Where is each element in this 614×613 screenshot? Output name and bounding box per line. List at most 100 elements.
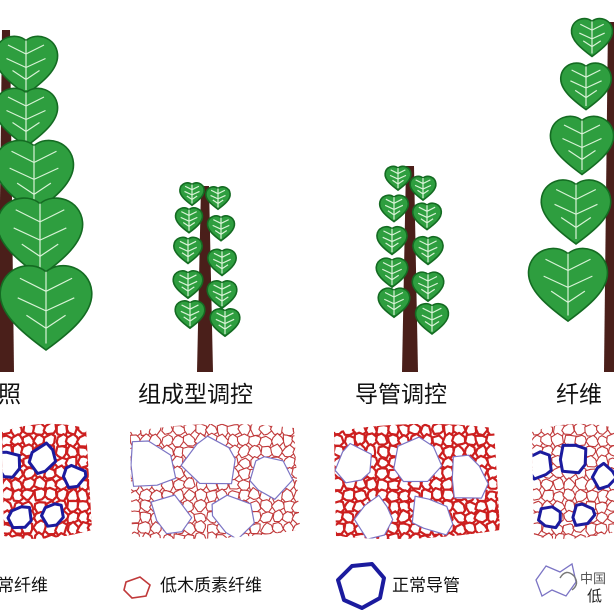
fiber-cell xyxy=(334,433,345,448)
fiber-cell xyxy=(2,532,15,539)
fiber-cell xyxy=(532,533,543,539)
vessel-cell xyxy=(393,436,443,483)
fiber-cell xyxy=(430,423,445,436)
leaf-veins xyxy=(384,290,404,315)
fiber-cell xyxy=(334,533,348,539)
fiber-cell xyxy=(2,521,4,536)
fiber-cell xyxy=(291,522,300,536)
leaf xyxy=(412,235,444,266)
fiber-cell xyxy=(595,531,607,539)
fiber-cell xyxy=(130,510,141,524)
fiber-cell xyxy=(554,532,567,539)
fiber-cell xyxy=(195,423,208,436)
fiber-cell xyxy=(173,533,186,539)
fiber-cell xyxy=(88,423,92,437)
fiber-cell xyxy=(586,489,599,503)
fiber-cell xyxy=(149,531,162,539)
fiber-cell xyxy=(118,425,128,437)
fiber-cell xyxy=(532,534,533,539)
leaf-veins xyxy=(213,251,231,274)
leaf-veins xyxy=(570,66,602,107)
fiber-cell xyxy=(334,423,345,436)
leaf-veins xyxy=(6,40,46,90)
fiber-cell xyxy=(431,487,444,502)
leaf xyxy=(174,207,204,234)
xylem-fiber xyxy=(519,423,614,539)
fiber-cell xyxy=(170,455,184,469)
fiber-cell xyxy=(407,532,422,539)
fiber-cell xyxy=(550,432,564,448)
fiber-cell xyxy=(292,423,300,437)
leaf xyxy=(411,271,445,303)
vessel-cell xyxy=(411,495,454,536)
fiber-cell xyxy=(532,488,543,501)
fiber-cell xyxy=(214,534,229,539)
fiber-cell xyxy=(532,499,533,514)
leaf-veins xyxy=(9,145,59,208)
fiber-cell xyxy=(485,433,500,448)
fiber-cell xyxy=(419,534,434,539)
fiber-cell xyxy=(494,488,500,503)
fiber-cell xyxy=(2,454,4,469)
fiber-cell xyxy=(130,478,131,492)
fiber-cell xyxy=(573,423,588,436)
leaf-veins xyxy=(417,205,437,228)
fiber-cell xyxy=(2,500,3,515)
fiber-cell xyxy=(272,531,286,539)
legend-label-low-lignin-fiber: 低木质素纤维 xyxy=(160,576,262,596)
fiber-cell xyxy=(398,531,413,539)
leaf xyxy=(209,308,241,338)
fiber-cell xyxy=(140,531,153,539)
leaf xyxy=(172,270,204,300)
fiber-cell xyxy=(183,423,197,436)
leaf-veins xyxy=(212,217,230,239)
leaf xyxy=(411,202,443,231)
fiber-cell xyxy=(139,499,153,513)
fiber-cell xyxy=(497,533,500,539)
fiber-cell xyxy=(519,477,532,489)
fiber-cell xyxy=(496,521,500,537)
leaf-veins xyxy=(382,260,402,285)
fiber-cell xyxy=(474,434,488,447)
fiber-cell xyxy=(334,522,346,536)
leaf-veins xyxy=(17,271,75,344)
fiber-cell xyxy=(76,532,90,539)
vessel-cell xyxy=(590,461,614,491)
fiber-cell xyxy=(563,477,576,492)
fiber-cell xyxy=(495,509,500,524)
leaf xyxy=(205,186,231,211)
leaf-veins xyxy=(180,209,198,231)
fiber-cell xyxy=(451,499,467,515)
leaf-veins xyxy=(384,197,404,220)
fiber-cell xyxy=(442,445,455,460)
xylem-constitutive xyxy=(118,423,300,539)
fiber-cell xyxy=(272,509,285,523)
fiber-cell xyxy=(75,433,90,448)
leaf-veins xyxy=(212,282,232,307)
fiber-cell xyxy=(452,532,467,539)
tree-constitutive xyxy=(172,182,241,372)
fiber-cell xyxy=(365,476,379,492)
fiber-cell xyxy=(182,488,196,503)
tree-vessel xyxy=(375,165,450,372)
fiber-cell xyxy=(119,512,130,523)
fiber-cell xyxy=(521,467,531,478)
fiber-cell xyxy=(86,521,92,534)
fiber-cell xyxy=(540,532,554,539)
fiber-cell xyxy=(532,423,533,435)
fiber-cell xyxy=(376,445,390,460)
fiber-cell xyxy=(532,434,533,447)
vessel-cell xyxy=(150,494,193,535)
fiber-cell xyxy=(334,512,335,525)
fiber-cell xyxy=(182,433,197,447)
leaf xyxy=(378,194,410,223)
vessel-cell xyxy=(537,505,562,530)
leaf xyxy=(376,225,408,256)
fiber-cell xyxy=(562,533,576,539)
fiber-cell xyxy=(0,425,1,437)
fiber-cell xyxy=(520,456,531,468)
fiber-cell xyxy=(259,511,274,524)
leaf xyxy=(414,302,450,335)
fiber-cell xyxy=(334,433,335,447)
fiber-cell xyxy=(473,531,489,539)
